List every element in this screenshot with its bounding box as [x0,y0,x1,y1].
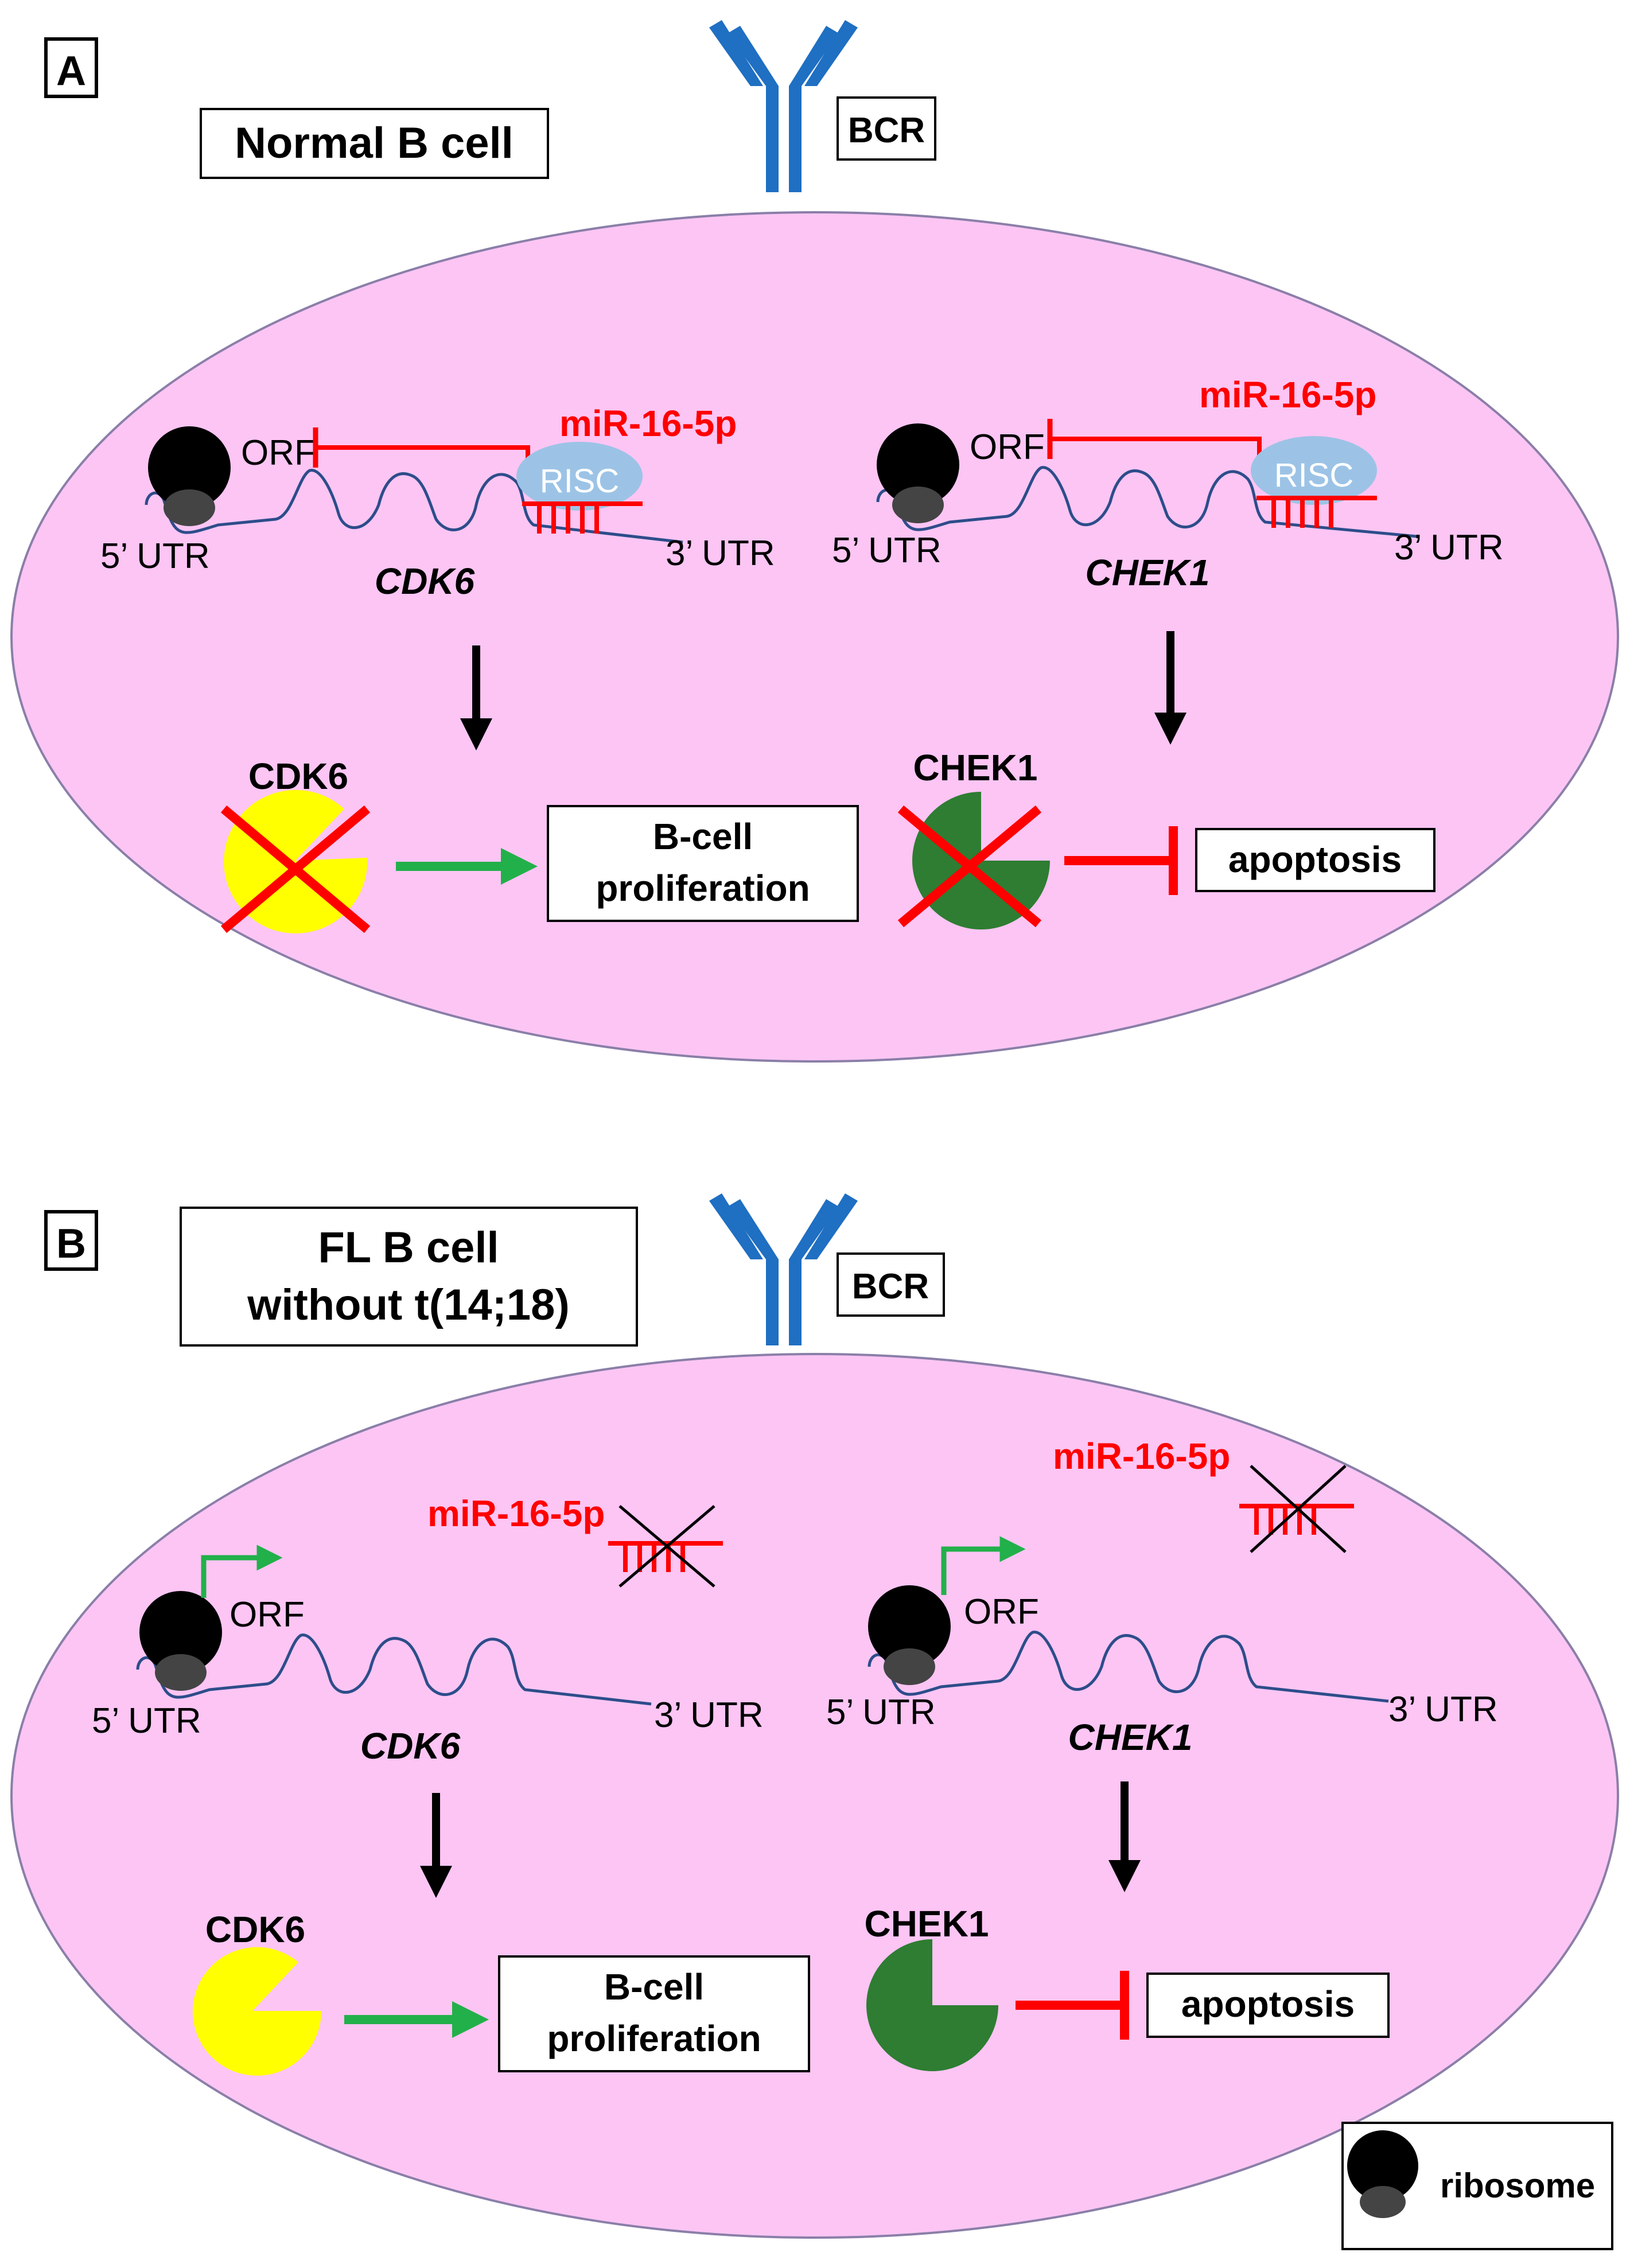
panel-tag-box-a [44,37,98,98]
panel-tag-a: A [56,48,86,94]
apoptosis-box-b [1146,1973,1390,2038]
apoptosis-label-a: apoptosis [1228,839,1402,880]
cross-mark-icon [618,1505,715,1588]
mrna-strand [876,466,1418,538]
orf-label: ORF [241,433,316,473]
proliferation-box-a [547,805,859,922]
gene-label: CDK6 [360,1725,461,1767]
legend: ribosome [1341,2122,1613,2250]
mirna-label: miR-16-5p [427,1493,605,1534]
panel-a: A Normal B cell BCR ORF 5’ UTR 3’ UTR CD… [10,20,1619,1063]
cross-mark-icon [897,805,1042,928]
cell-body-a [10,211,1619,1063]
utr5-label: 5’ UTR [832,531,942,570]
ribosome-icon [148,426,231,526]
apoptosis-label-b: apoptosis [1181,1983,1355,2025]
risc-complex-icon [1251,436,1377,505]
cell-title-a: Normal B cell [235,119,513,168]
apoptosis-box-a [1195,828,1436,892]
utr3-label: 3’ UTR [654,1695,764,1735]
cell-title-line1-b: FL B cell [318,1223,499,1272]
panel-tag-box-b [44,1210,98,1271]
ribosome-icon [868,1585,951,1685]
transcription-arrow [941,1536,1026,1595]
protein-label-cdk6-b: CDK6 [205,1909,305,1950]
bcr-label-box-a [837,96,936,161]
bcr-receptor-icon [709,20,858,192]
mrna-strand [867,1631,1389,1703]
utr5-label: 5’ UTR [100,536,210,576]
mrna-cdk6-b: ORF 5’ UTR 3’ UTR CDK6 miR-16-5p [92,1493,764,1767]
mirna-strand-icon [1256,496,1377,528]
bcr-receptor-icon [709,1193,858,1345]
bcr-label-b: BCR [852,1267,929,1306]
pacman-protein-icon [866,1939,998,2071]
pacman-protein-icon [193,1947,322,2076]
protein-label-chek1-b: CHEK1 [865,1903,989,1944]
mirna-strand-icon [522,501,643,534]
mrna-chek1-a: ORF 5’ UTR 3’ UTR CHEK1 RISC miR-16-5p [832,374,1504,593]
transcription-arrow [201,1545,283,1598]
bcr-label-box-b [837,1252,945,1317]
mirna-label: miR-16-5p [559,403,737,444]
mirna-label: miR-16-5p [1053,1436,1230,1477]
proliferation-line2-a: proliferation [596,867,810,909]
utr5-label: 5’ UTR [92,1701,201,1741]
proliferation-box-b [498,1955,810,2072]
mrna-strand [136,1633,652,1706]
mrna-cdk6-a: ORF 5’ UTR 3’ UTR CDK6 RISC miR-16-5p [100,403,775,602]
title-box-b [180,1207,638,1347]
gene-label: CHEK1 [1068,1717,1193,1758]
utr3-label: 3’ UTR [666,534,775,573]
utr5-label: 5’ UTR [826,1693,936,1732]
inhibition-arrow-b [1016,1971,1129,2040]
ribosome-icon [1347,2130,1418,2218]
orf-label: ORF [964,1592,1039,1632]
proliferation-line2-b: proliferation [547,2018,761,2059]
mrna-chek1-b: ORF 5’ UTR 3’ UTR CHEK1 miR-16-5p [826,1436,1498,1758]
mrna-strand [145,469,683,544]
utr3-label: 3’ UTR [1394,528,1504,567]
bcr-label-a: BCR [848,111,925,150]
panel-tag-b: B [56,1221,86,1267]
gene-label: CDK6 [375,561,475,602]
orf-label: ORF [229,1595,305,1635]
cross-mark-icon [220,805,371,933]
mirna-label: miR-16-5p [1199,374,1376,415]
ribosome-icon [139,1591,222,1691]
ribosome-icon [877,423,959,523]
panel-b: B FL B cell without t(14;18) BCR ORF 5’ … [10,1193,1619,2239]
title-box-a [200,108,549,179]
proliferation-line1-a: B-cell [653,816,753,857]
gene-label: CHEK1 [1086,552,1210,593]
risc-label: RISC [540,462,620,500]
cross-mark-icon [1250,1465,1347,1553]
risc-label: RISC [1274,457,1354,494]
utr3-label: 3’ UTR [1388,1690,1498,1729]
inhibition-arrow-a [1064,826,1178,895]
risc-complex-icon [516,442,643,511]
proliferation-line1-b: B-cell [604,1966,704,2008]
legend-label: ribosome [1440,2166,1595,2205]
cell-title-line2-b: without t(14;18) [247,1281,570,1329]
protein-label-chek1-a: CHEK1 [913,747,1038,788]
cell-body-b [10,1353,1619,2239]
orf-label: ORF [970,427,1045,467]
